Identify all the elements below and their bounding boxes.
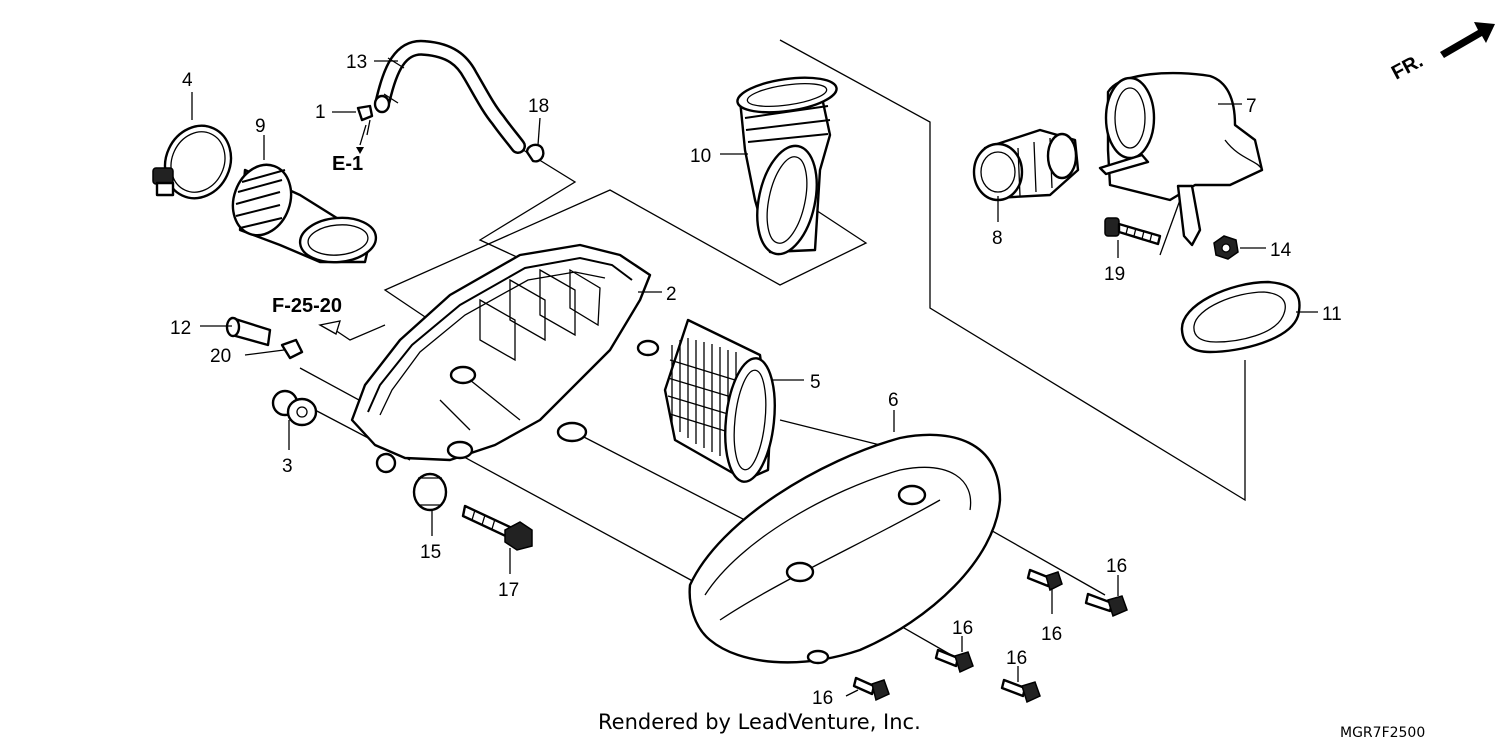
label-part-2: 2 [666,284,677,305]
label-part-13: 13 [346,52,367,73]
label-part-16: 16 [1106,556,1127,577]
bolt-16-c [934,648,974,674]
label-part-16: 16 [1041,624,1062,645]
label-part-4: 4 [182,70,193,91]
cover-part-6 [688,433,1002,665]
rendered-by-footer: Rendered by LeadVenture, Inc. [598,710,921,734]
label-part-10: 10 [690,146,711,167]
label-part-6: 6 [888,390,899,411]
leader-lines [191,60,1318,697]
bolt-part-17 [461,504,533,551]
label-part-7: 7 [1246,96,1257,117]
label-part-20: 20 [210,346,231,367]
label-part-12: 12 [170,318,191,339]
label-part-16: 16 [952,618,973,639]
drain-plug-part-12 [225,316,272,347]
label-part-1: 1 [315,102,326,123]
clip-part-18 [525,143,545,163]
label-part-19: 19 [1104,264,1125,285]
seal-part-11 [1180,280,1301,354]
reference-e1: E-1 [332,153,363,175]
bolt-16-e [852,676,890,702]
label-part-17: 17 [498,580,519,601]
bolt-16-b [1084,592,1128,618]
air-cleaner-case-part-2 [350,243,660,462]
label-part-9: 9 [255,116,266,137]
reference-labels: E-1 F-25-20 [272,153,363,317]
reference-f2520: F-25-20 [272,295,342,317]
filter-element-part-5 [663,318,776,483]
drawing-code: MGR7F2500 [1340,725,1425,741]
clip-part-20 [280,338,304,360]
label-part-11: 11 [1322,304,1342,325]
label-part-16: 16 [1006,648,1027,669]
part-number-labels: 4 9 13 1 18 10 7 8 19 14 11 2 12 20 5 6 … [170,52,1342,709]
direction-label: FR. [1388,50,1427,85]
grommet-part-3 [271,389,318,427]
band-clamp-part-4 [152,124,233,200]
front-direction-arrow-icon: FR. [1388,22,1495,84]
label-part-8: 8 [992,228,1003,249]
label-part-14: 14 [1270,240,1292,261]
air-chamber-part-7 [1098,71,1264,247]
reference-arrow-f2520 [318,320,386,341]
label-part-3: 3 [282,456,293,477]
breather-tube-part-13 [373,39,526,154]
label-part-5: 5 [810,372,821,393]
intake-tube-part-9 [231,163,378,264]
clip-part-1 [356,104,374,136]
grommet-part-15 [375,452,448,512]
bolts-part-16 [852,568,1128,704]
label-part-15: 15 [420,542,441,563]
funnel-part-8 [972,128,1080,202]
bolt-16-d [1000,678,1041,704]
bolt-16-a [1026,568,1063,592]
label-part-18: 18 [528,96,549,117]
reference-arrow-e1 [356,124,367,154]
air-duct-part-10 [736,76,838,256]
nut-part-14 [1213,235,1239,260]
bolt-part-19 [1104,217,1162,246]
label-part-16: 16 [812,688,833,709]
